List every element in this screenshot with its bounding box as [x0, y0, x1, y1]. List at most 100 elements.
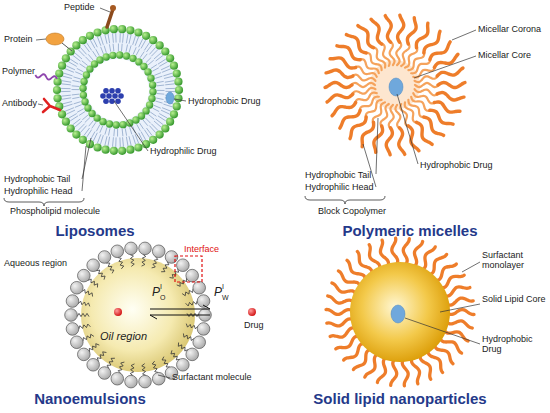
nanocarrier-panel: Solid lipid nanoparticles — [295, 390, 505, 407]
lipid-tail — [151, 65, 157, 69]
surfactant-chain — [445, 320, 472, 328]
leader-line — [363, 144, 376, 187]
lipid-tail — [148, 114, 154, 119]
lipid-tail — [64, 73, 73, 76]
copolymer-head — [362, 122, 374, 147]
copolymer-head — [358, 26, 374, 48]
surfactant-tail — [182, 289, 193, 296]
lipid-head — [156, 130, 164, 138]
surfactant-head — [177, 259, 190, 272]
lipid-head — [103, 53, 110, 60]
lipid-head — [119, 121, 126, 128]
partition-arrow — [150, 315, 210, 319]
lipid-tail — [137, 124, 141, 131]
surfactant-head — [193, 336, 206, 349]
surfactant-head — [177, 358, 190, 371]
lipid-head — [123, 52, 130, 59]
lipid-head — [134, 28, 142, 36]
part-label: Micellar Corona — [478, 24, 541, 34]
leader-line — [462, 262, 480, 272]
lipid-head — [58, 62, 66, 70]
lipid-tail — [122, 33, 124, 42]
lipid-tail — [165, 88, 174, 89]
lipid-tail — [154, 73, 161, 76]
lipid-tail — [125, 128, 126, 135]
surfactant-chain — [443, 287, 470, 296]
lipid-head — [142, 32, 150, 40]
lipid-tail — [115, 33, 116, 42]
lipid-tail — [126, 44, 128, 51]
leader-line — [114, 101, 148, 151]
lipid-tail — [118, 44, 119, 52]
lipid-tail — [97, 134, 100, 143]
surfactant-tail — [118, 362, 124, 373]
lipid-head — [93, 143, 101, 151]
copolymer-tail — [351, 83, 375, 87]
nanoemulsion-illustration — [65, 242, 256, 388]
surfactant-head — [139, 242, 152, 255]
lipid-tail — [100, 36, 103, 45]
lipid-tail — [112, 137, 114, 146]
lipid-head — [161, 124, 169, 132]
lipid-tail — [161, 110, 170, 114]
surfactant-tail — [107, 358, 115, 368]
aqueous-core — [87, 59, 149, 121]
part-label: Hydrophilic Head — [4, 186, 73, 196]
copolymer-tail — [400, 104, 408, 127]
lipid-tail — [78, 124, 85, 131]
surfactant-head — [139, 375, 152, 388]
lipid-head — [62, 54, 70, 62]
copolymer-sample — [305, 193, 385, 194]
lipid-tail — [157, 90, 165, 91]
lipid-head — [106, 120, 113, 127]
lipid-tail — [155, 101, 162, 103]
lipid-tail — [82, 115, 88, 120]
lipid-tail — [62, 81, 71, 83]
lipid-tail — [122, 129, 124, 136]
lipid-head — [110, 25, 118, 33]
grouping-brace — [4, 198, 84, 206]
lipid-tail — [66, 66, 75, 70]
lipid-tail — [96, 49, 100, 56]
lipid-tail — [165, 84, 174, 85]
lipid-tail — [88, 54, 93, 60]
lipid-tail — [146, 44, 152, 52]
surfactant-chain — [403, 239, 409, 267]
surfactant-head — [65, 309, 78, 322]
interface-box — [175, 256, 202, 282]
ligand-label: Antibody — [2, 98, 37, 108]
lipid-tail — [93, 51, 97, 57]
lipid-tail — [105, 35, 107, 44]
surfactant-tail — [79, 324, 91, 329]
lipid-head — [67, 124, 75, 132]
lipid-tail — [157, 85, 164, 87]
lipid-tail — [84, 128, 90, 136]
surfactant-chain — [344, 343, 366, 360]
lipid-tail — [156, 55, 164, 61]
hydrophobic-drug-droplet — [166, 92, 174, 104]
leader-line — [158, 375, 170, 378]
lipid-head — [110, 147, 118, 155]
molecule-label: Block Copolymer — [318, 206, 386, 216]
lipid-tail — [89, 120, 94, 126]
surfactant-chain — [369, 245, 380, 271]
lipid-tail — [140, 52, 144, 58]
interface-label: Interface — [184, 244, 219, 254]
lipid-head — [173, 102, 181, 110]
lipid-tail — [115, 137, 116, 146]
lipid-head — [72, 41, 80, 49]
lipid-head — [81, 98, 88, 105]
surfactant-tail — [83, 334, 94, 341]
lipid-tail — [109, 44, 110, 51]
surfactant-head — [186, 348, 199, 361]
lipid-tail — [142, 54, 147, 60]
lipid-head — [170, 110, 178, 118]
surfactant-head — [87, 358, 100, 371]
lipid-tail — [133, 36, 136, 45]
leader-line — [405, 318, 480, 344]
lipid-head — [118, 25, 126, 33]
lipid-tail — [96, 125, 99, 132]
surfactant-head — [165, 251, 178, 264]
lipid-tail — [154, 121, 161, 127]
